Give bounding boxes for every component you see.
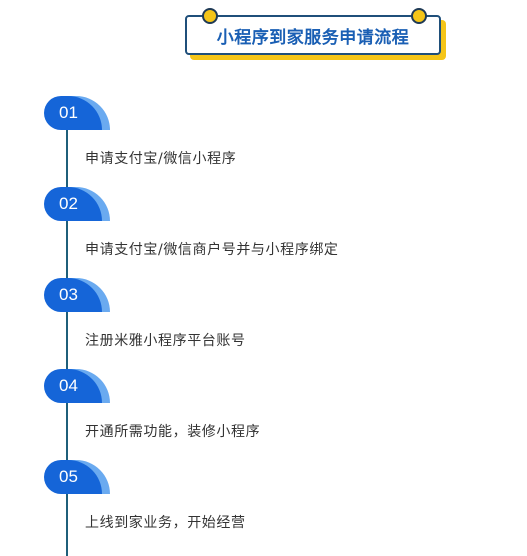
page-title: 小程序到家服务申请流程 — [185, 15, 441, 55]
right-pin-icon — [411, 8, 427, 24]
step-badge: 01 — [44, 96, 112, 130]
step-badge: 05 — [44, 460, 112, 494]
step-label: 申请支付宝/微信商户号并与小程序绑定 — [85, 242, 339, 258]
timeline-line — [66, 112, 68, 556]
page-title-text: 小程序到家服务申请流程 — [216, 27, 410, 48]
step-label: 上线到家业务，开始经营 — [85, 515, 246, 531]
step-label: 注册米雅小程序平台账号 — [85, 333, 246, 349]
step-label: 申请支付宝/微信小程序 — [85, 151, 237, 167]
step-badge: 04 — [44, 369, 112, 403]
step-label: 开通所需功能，装修小程序 — [85, 424, 261, 440]
left-pin-icon — [202, 8, 218, 24]
step-badge: 02 — [44, 187, 112, 221]
step-badge: 03 — [44, 278, 112, 312]
